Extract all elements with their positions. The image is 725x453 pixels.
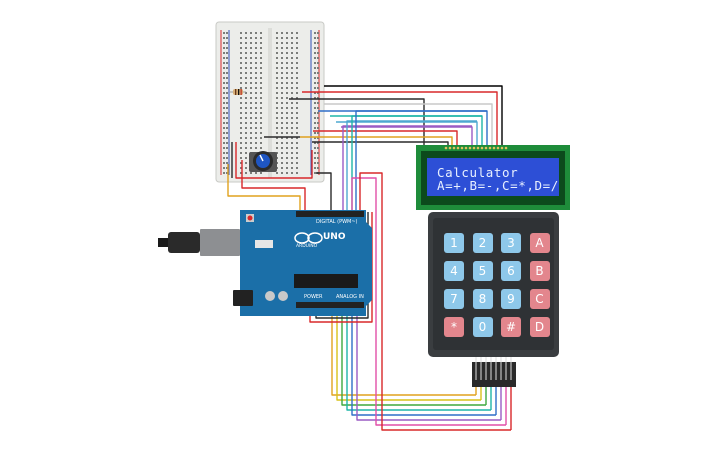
keypad-connector [472,362,516,387]
keypad-key[interactable]: 3 [501,233,521,253]
arduino-brand-label: ARDUINO [296,244,318,249]
keypad-key[interactable]: 4 [444,261,464,281]
usb-port [200,229,240,256]
lcd-screen [427,158,559,196]
arduino-model-label: UNO [323,232,346,242]
keypad-key[interactable]: 1 [444,233,464,253]
resistor[interactable] [230,89,246,95]
arduino-uno[interactable] [158,210,372,316]
keypad-key[interactable]: # [501,317,521,337]
digital-header-label: DIGITAL (PWM~) [316,219,358,225]
keypad-key[interactable]: 9 [501,289,521,309]
potentiometer[interactable] [249,151,277,172]
keypad-key[interactable]: B [529,261,550,281]
keypad-key[interactable]: A [529,233,550,253]
arduino-logo-icon [294,232,323,244]
breadboard[interactable] [215,21,325,183]
power-header-label: POWER [304,294,323,300]
keypad-key[interactable]: 0 [472,317,493,337]
usb-cable [168,232,200,253]
keypad-key[interactable]: C [529,289,550,309]
breadboard-holes [223,32,319,174]
keypad-key[interactable]: 8 [472,289,493,309]
keypad-key[interactable]: * [444,317,464,337]
keypad-key[interactable]: 7 [444,289,464,309]
usb-plug [158,238,168,247]
analog-header[interactable] [296,302,364,308]
keypad-key[interactable]: D [529,317,550,337]
analog-header-label: ANALOG IN [336,294,364,300]
keypad-key[interactable]: 6 [501,261,521,281]
lcd-pins [444,146,508,150]
lcd-line-2: A=+,B=-,C=*,D=/ [437,178,559,193]
power-jack [233,290,253,306]
keypad-key[interactable]: 5 [472,261,493,281]
atmega-chip [294,274,358,288]
keypad-key[interactable]: 2 [472,233,493,253]
lcd-16x2[interactable] [416,145,570,210]
lcd-line-1: Calculator [437,165,519,180]
digital-header[interactable] [296,211,364,217]
